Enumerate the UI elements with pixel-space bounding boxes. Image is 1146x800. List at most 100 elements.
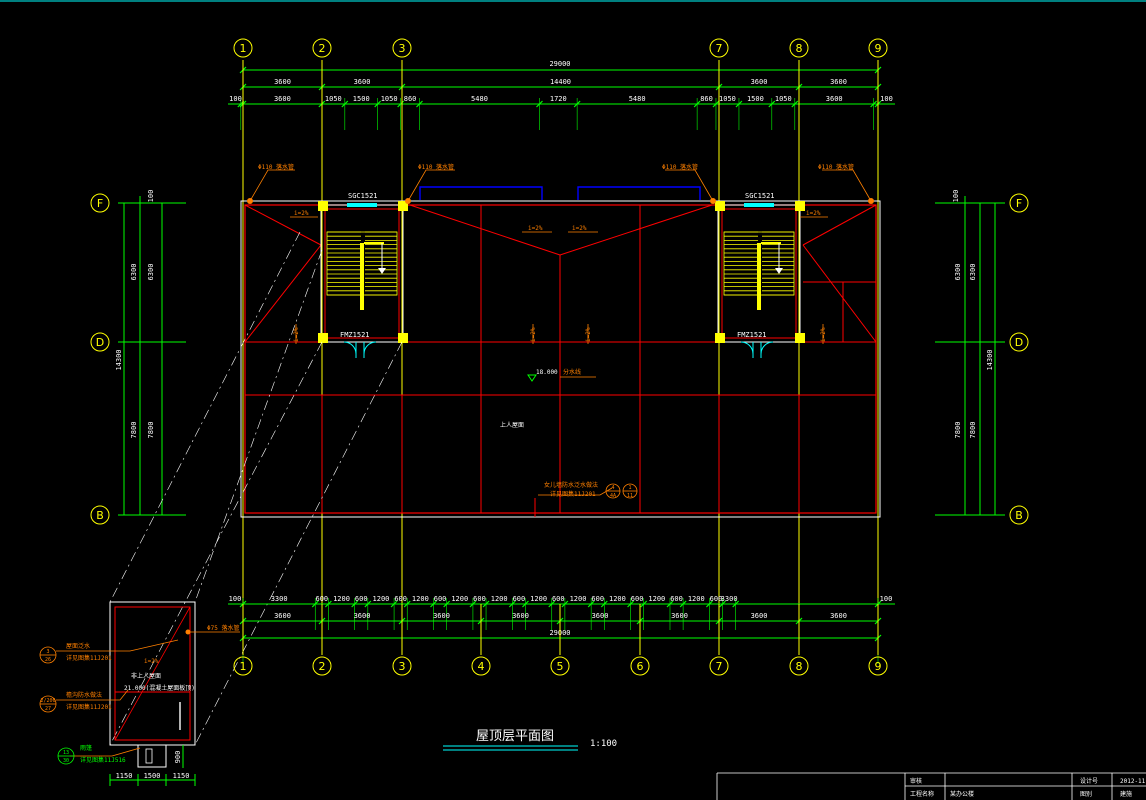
label-pipe-1: Φ110 落水管 bbox=[258, 163, 294, 171]
roof-structure bbox=[244, 204, 877, 517]
left-dim-texts: 100 6300 6300 14300 7800 7800 bbox=[115, 190, 155, 439]
title-block bbox=[716, 772, 1146, 800]
dim-bottom-row1-11: 1200 bbox=[491, 595, 508, 603]
leader-lines bbox=[249, 169, 872, 496]
label-ridge: 分水线 bbox=[563, 368, 581, 376]
detail-labels: Φ75 落水管 非上人屋面 i=2% 21.000(混凝土屋面板顶) 屋面泛水 … bbox=[66, 624, 239, 764]
label-detail-note2: 檐沟防水做法 bbox=[66, 691, 102, 699]
dim-left-6300-a: 6300 bbox=[130, 264, 138, 281]
dim-bottom-row1-0: 100 bbox=[229, 595, 242, 603]
stair-core-left bbox=[318, 201, 408, 358]
dim-top-row1-1: 3600 bbox=[354, 78, 371, 86]
dim-bottom-row1-21: 1200 bbox=[688, 595, 705, 603]
axis-bubble-bottom-2: 2 bbox=[312, 656, 332, 676]
axis-bubble-right-D: D bbox=[1009, 332, 1029, 352]
dim-bottom-row1-3: 1200 bbox=[333, 595, 350, 603]
dim-bottom-row1-10: 600 bbox=[473, 595, 486, 603]
dim-bottom-row1-22: 600 bbox=[710, 595, 723, 603]
svg-text:5: 5 bbox=[557, 660, 564, 673]
axis-bubble-bottom-6: 6 bbox=[630, 656, 650, 676]
dim-bottom-row1-17: 1200 bbox=[609, 595, 626, 603]
dim-bottom-row2-1: 3600 bbox=[354, 612, 371, 620]
dim-bottom-row1-5: 1200 bbox=[373, 595, 390, 603]
svg-text:2012-11: 2012-11 bbox=[1120, 778, 1146, 785]
dim-top-row1-3: 3600 bbox=[751, 78, 768, 86]
svg-text:F: F bbox=[97, 197, 103, 210]
dim-top-row2-9: 860 bbox=[700, 95, 713, 103]
dim-left-7800-b: 7800 bbox=[147, 422, 155, 439]
dim-left-7800-a: 7800 bbox=[130, 422, 138, 439]
dim-right-14300: 14300 bbox=[986, 349, 994, 370]
dim-bottom-row2-6: 3600 bbox=[751, 612, 768, 620]
label-slope-7: i=2% bbox=[585, 327, 592, 342]
detail-callouts bbox=[39, 646, 75, 765]
dim-top-row1-4: 3600 bbox=[830, 78, 847, 86]
dim-top-row2-2: 1050 bbox=[325, 95, 342, 103]
svg-text:4A: 4A bbox=[610, 493, 616, 499]
dim-right-6300-b: 6300 bbox=[969, 264, 977, 281]
label-slope-6: i=2% bbox=[530, 327, 537, 342]
svg-text:建施: 建施 bbox=[1120, 790, 1132, 798]
label-detail-pipe: Φ75 落水管 bbox=[207, 624, 239, 632]
title-block-texts: 审核 设计号 2012-11 工程名称 某办公楼 图别 建施 bbox=[910, 777, 1146, 798]
dim-right-7800-b: 7800 bbox=[969, 422, 977, 439]
label-window-right: SGC1521 bbox=[745, 192, 775, 200]
dim-top-row2-8: 5480 bbox=[629, 95, 646, 103]
dim-bottom-row2-5: 3600 bbox=[671, 612, 688, 620]
right-dim-texts: 100 6300 6300 14300 7800 7800 bbox=[952, 190, 994, 439]
dim-left-14300: 14300 bbox=[115, 349, 123, 370]
dim-bottom-row1-20: 600 bbox=[670, 595, 683, 603]
main-callout-texts: 4 4A 1 11 bbox=[610, 485, 633, 499]
dim-top-row2-1: 3600 bbox=[274, 95, 291, 103]
dim-bottom-row1-4: 600 bbox=[355, 595, 368, 603]
scale-text: 1:100 bbox=[590, 739, 617, 749]
dim-top-row2-4: 1050 bbox=[381, 95, 398, 103]
label-slope-3: i=2% bbox=[572, 225, 587, 232]
detail-callout-texts: 3 26 2/206 27 13 30 bbox=[40, 649, 69, 764]
dim-top-row2-10: 1050 bbox=[719, 95, 736, 103]
axis-bubble-bottom-8: 8 bbox=[789, 656, 809, 676]
svg-text:B: B bbox=[1015, 509, 1023, 522]
svg-text:8: 8 bbox=[796, 42, 803, 55]
dim-left-6300-b: 6300 bbox=[147, 264, 155, 281]
svg-text:F: F bbox=[1016, 197, 1022, 210]
svg-text:9: 9 bbox=[875, 660, 882, 673]
axis-bubble-bottom-7: 7 bbox=[709, 656, 729, 676]
dim-top-row2-3: 1500 bbox=[353, 95, 370, 103]
elevation-mark bbox=[527, 374, 537, 382]
left-dimensions bbox=[118, 196, 186, 516]
svg-text:D: D bbox=[1015, 336, 1023, 349]
label-slope-1: i=2% bbox=[294, 210, 309, 217]
svg-text:图别: 图别 bbox=[1080, 790, 1092, 798]
svg-text:3: 3 bbox=[399, 660, 406, 673]
label-slope-5: i=2% bbox=[293, 327, 300, 342]
dim-top-row2-5: 860 bbox=[404, 95, 417, 103]
svg-text:D: D bbox=[96, 336, 104, 349]
label-slope-4: i=2% bbox=[806, 210, 821, 217]
svg-text:27: 27 bbox=[45, 706, 51, 712]
svg-text:2: 2 bbox=[319, 42, 326, 55]
label-detail-note3-ref: 详见图集11J516 bbox=[80, 756, 126, 764]
svg-text:3: 3 bbox=[46, 649, 49, 655]
dim-top-row2-6: 5480 bbox=[471, 95, 488, 103]
dim-right-7800-a: 7800 bbox=[954, 422, 962, 439]
axis-bubble-right-B: B bbox=[1009, 505, 1029, 525]
detail-dim-texts: 1150 1500 1150 900 bbox=[116, 751, 190, 780]
dim-bottom-row1-16: 600 bbox=[591, 595, 604, 603]
label-pipe-4: Φ110 落水管 bbox=[818, 163, 854, 171]
label-elevation: 18.000 bbox=[536, 369, 558, 376]
svg-text:某办公楼: 某办公楼 bbox=[950, 790, 974, 798]
dim-bottom-row1-18: 600 bbox=[631, 595, 644, 603]
stair-core-right bbox=[715, 201, 805, 358]
label-slope-8: i=2% bbox=[820, 327, 827, 342]
detail-leaders bbox=[56, 631, 240, 757]
dim-detail-1150-a: 1150 bbox=[116, 772, 133, 780]
axis-bubble-right-F: F bbox=[1009, 193, 1029, 213]
label-detail-elev: 21.000(混凝土屋面板顶) bbox=[124, 684, 195, 692]
right-dimensions bbox=[935, 196, 1005, 516]
label-slope-2: i=2% bbox=[528, 225, 543, 232]
axis-bubble-bottom-4: 4 bbox=[471, 656, 491, 676]
dim-left-100: 100 bbox=[147, 190, 155, 203]
